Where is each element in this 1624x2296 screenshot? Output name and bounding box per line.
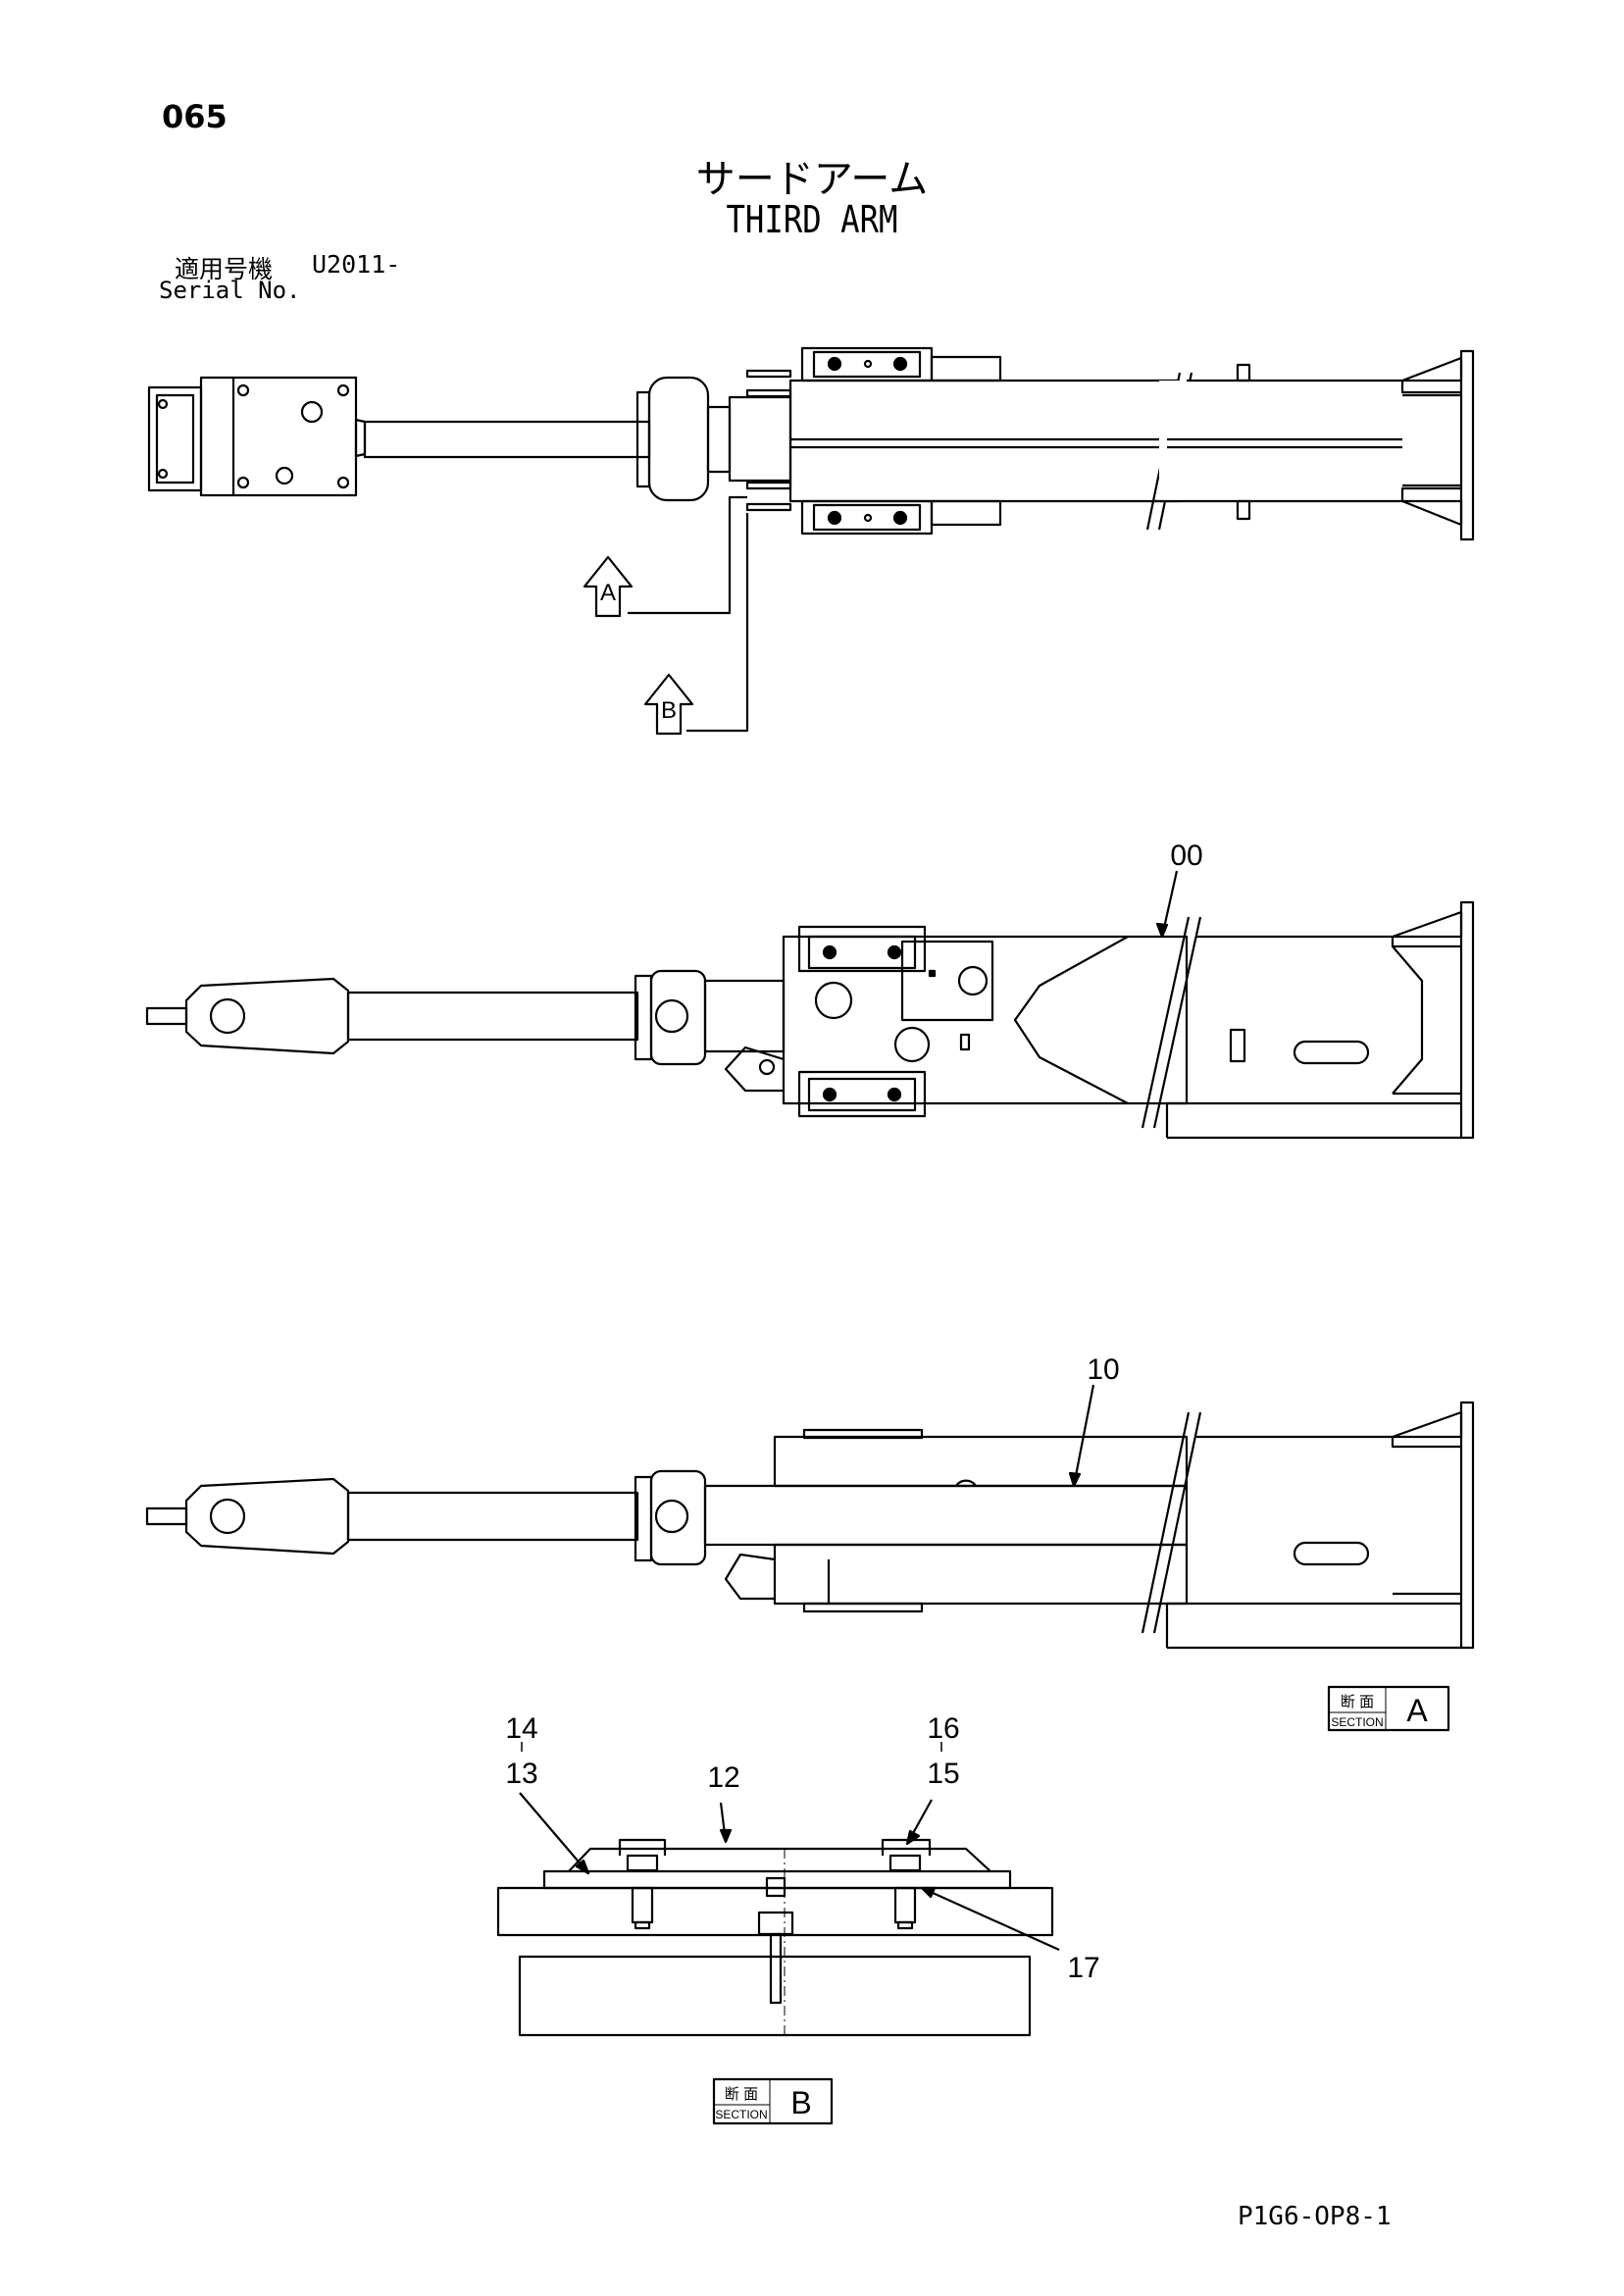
serial-label-english: Serial No. xyxy=(159,277,301,304)
serial-value: U2011- xyxy=(312,250,401,279)
marker-b-label: B xyxy=(661,697,677,724)
section-box-b: 断 面 SECTION B xyxy=(712,2077,834,2125)
marker-a: A xyxy=(583,555,634,618)
title-english: THIRD ARM xyxy=(726,198,898,241)
callout-13: 13 xyxy=(505,1758,537,1790)
section-box-a: 断 面 SECTION A xyxy=(1327,1685,1450,1732)
serial-label-japanese: 適用号機 xyxy=(175,255,274,283)
callout-16: 16 xyxy=(927,1712,959,1745)
page-number: 065 xyxy=(162,98,228,135)
callout-14: 14 xyxy=(505,1712,537,1745)
marker-b: B xyxy=(643,673,694,736)
section-b-letter: B xyxy=(790,2085,811,2120)
section-detail xyxy=(496,1742,1060,2037)
section-a-en: SECTION xyxy=(1331,1715,1383,1729)
title-japanese: サードアーム xyxy=(695,157,929,202)
section-a-jp: 断 面 xyxy=(1341,1694,1374,1710)
document-code: P1G6-OP8-1 xyxy=(1238,2202,1392,2231)
section-b-jp: 断 面 xyxy=(725,2086,758,2103)
marker-a-label: A xyxy=(600,580,616,606)
section-b-en: SECTION xyxy=(715,2108,767,2121)
view-top xyxy=(147,346,1475,733)
section-a-letter: A xyxy=(1406,1693,1428,1728)
callout-00: 00 xyxy=(1170,840,1202,872)
callout-10: 10 xyxy=(1087,1353,1119,1386)
callout-17: 17 xyxy=(1067,1952,1099,1984)
callout-15: 15 xyxy=(927,1758,959,1790)
callout-12: 12 xyxy=(707,1761,739,1794)
view-side-frame xyxy=(145,870,1475,1140)
view-side-cover xyxy=(145,1384,1475,1650)
